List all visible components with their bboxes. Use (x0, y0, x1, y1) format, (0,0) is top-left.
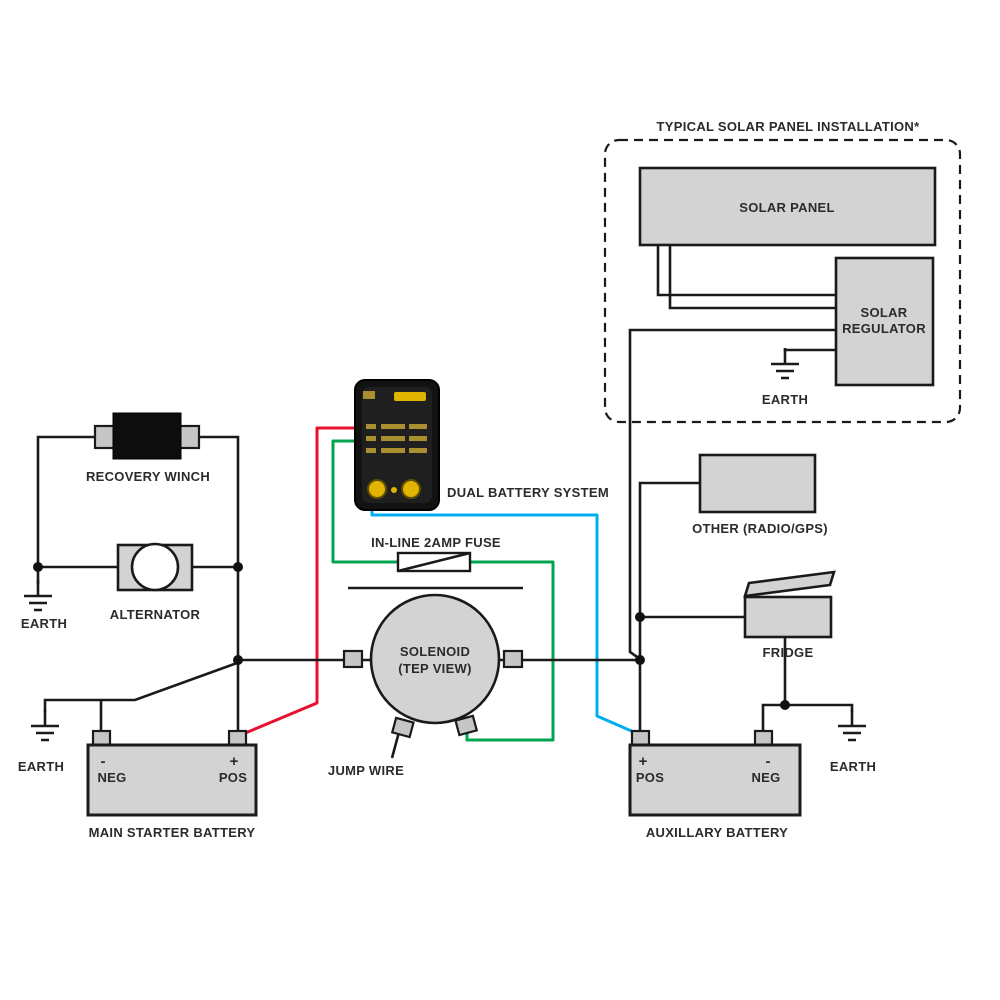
fuse-diagonal (397, 551, 471, 573)
wire-panel-to-regulator-1 (656, 245, 836, 297)
aux-battery-group: + POS - NEG AUXILLARY BATTERY EARTH (628, 708, 876, 840)
junction-solenoid-feed (233, 655, 243, 665)
dbs-device-group: DUAL BATTERY SYSTEM (354, 379, 609, 511)
fridge-lid (743, 570, 836, 598)
wire-winch-right-main-feed (199, 435, 240, 731)
ground-symbol-main-battery (29, 708, 61, 742)
alternator-rotor (130, 542, 180, 592)
solar-regulator-box (834, 256, 935, 387)
recovery-winch-group: RECOVERY WINCH (86, 412, 210, 484)
aux-battery-earth-label: EARTH (830, 759, 876, 774)
fridge-group: FRIDGE (743, 570, 836, 660)
main-battery-pos-label: POS (219, 770, 247, 785)
solar-installation-dashed-border (603, 138, 962, 424)
other-box (698, 453, 817, 514)
main-battery-neg-sign: - (101, 753, 106, 770)
solar-regulator-label-line1: SOLAR (861, 305, 908, 320)
aux-battery-neg-label: NEG (751, 770, 780, 785)
junction-earth-left (33, 562, 43, 572)
solar-panel-box (638, 166, 937, 247)
aux-battery-label: AUXILLARY BATTERY (646, 825, 788, 840)
wire-red-dbs-to-main-pos (241, 426, 357, 736)
fridge-label: FRIDGE (763, 645, 814, 660)
main-battery-label: MAIN STARTER BATTERY (89, 825, 256, 840)
junction-fridge-neg (780, 700, 790, 710)
wire-junction-to-other-and-aux-pos (638, 481, 700, 731)
aux-battery-pos-label: POS (636, 770, 664, 785)
aux-battery-neg-sign: - (766, 753, 771, 770)
winch-body (112, 412, 182, 460)
wire-jump (390, 731, 401, 759)
winch-label: RECOVERY WINCH (86, 469, 210, 484)
jump-wire-label: JUMP WIRE (328, 763, 404, 778)
dbs-logo (394, 392, 426, 401)
fuse-label: IN-LINE 2AMP FUSE (371, 535, 501, 550)
solenoid-label-line2: (TEP VIEW) (398, 661, 472, 676)
ground-symbol-alternator (22, 578, 54, 612)
wire-panel-to-regulator-2 (668, 245, 836, 310)
solenoid-terminal-right (502, 649, 524, 669)
dbs-device-face (362, 387, 432, 503)
solar-earth-label: EARTH (762, 392, 808, 407)
other-label: OTHER (RADIO/GPS) (692, 521, 828, 536)
main-battery-neg-label: NEG (97, 770, 126, 785)
solenoid-terminal-left (342, 649, 364, 669)
junction-alternator-feed (233, 562, 243, 572)
main-battery-pos-sign: + (230, 753, 239, 770)
dbs-label-rows (366, 424, 427, 453)
winch-terminal-left (93, 424, 116, 450)
wire-main-neg-earth-and-diagonal (43, 661, 238, 712)
solar-regulator-label-line2: REGULATOR (842, 321, 926, 336)
wire-aux-neg-to-earth (761, 703, 854, 731)
dbs-indicator (363, 391, 375, 399)
other-load-group: OTHER (RADIO/GPS) (692, 453, 828, 536)
junction-dots (33, 562, 790, 710)
main-battery-group: - NEG + POS MAIN STARTER BATTERY EARTH (18, 708, 258, 840)
solenoid-body (369, 593, 501, 725)
fridge-body (743, 595, 833, 639)
wire-winch-left-to-earth (36, 435, 95, 584)
solar-installation-title: TYPICAL SOLAR PANEL INSTALLATION* (657, 119, 921, 134)
aux-battery-pos-sign: + (639, 753, 648, 770)
wire-regulator-to-earth (783, 348, 836, 352)
alternator-label: ALTERNATOR (110, 607, 201, 622)
dbs-stud-right (401, 479, 421, 499)
junction-fridge-branch (635, 612, 645, 622)
wire-green-dbs-fuse-solenoid (331, 439, 555, 742)
solar-panel-label: SOLAR PANEL (739, 200, 835, 215)
alternator-earth-label: EARTH (21, 616, 67, 631)
main-battery-box (86, 743, 258, 817)
junction-aux-main (635, 655, 645, 665)
winch-terminal-right (178, 424, 201, 450)
dbs-stud-left (367, 479, 387, 499)
solenoid-group: SOLENOID (TEP VIEW) JUMP WIRE (328, 593, 524, 778)
alternator-group: ALTERNATOR EARTH (21, 542, 201, 631)
main-battery-earth-label: EARTH (18, 759, 64, 774)
dbs-label: DUAL BATTERY SYSTEM (447, 485, 609, 500)
ground-symbol-aux-battery (836, 708, 868, 742)
solenoid-terminal-bottom-right (454, 714, 479, 737)
wire-solar-output-to-junction (628, 328, 836, 661)
fuse-group: IN-LINE 2AMP FUSE (371, 535, 501, 573)
solenoid-terminal-bottom-left (390, 716, 415, 739)
ground-symbol-solar (769, 346, 801, 380)
aux-battery-box (628, 743, 802, 817)
solenoid-label-line1: SOLENOID (400, 644, 470, 659)
dbs-stud-center (391, 487, 397, 493)
wire-blue-dbs-to-aux-pos (370, 508, 638, 735)
solar-installation-group: TYPICAL SOLAR PANEL INSTALLATION* SOLAR … (603, 119, 962, 424)
